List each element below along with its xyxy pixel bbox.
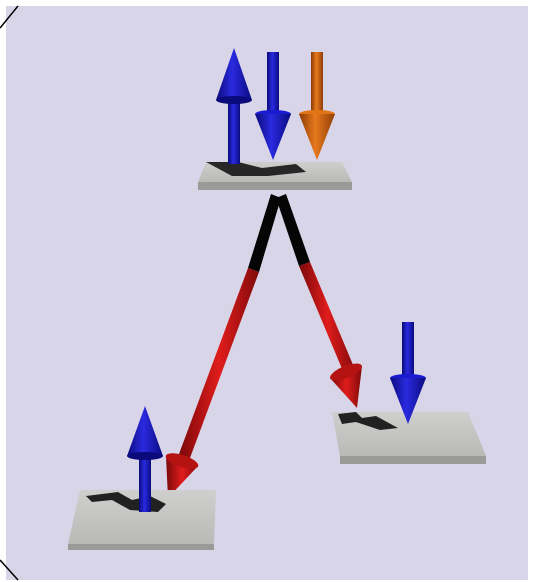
bottom-left-plate-top	[68, 490, 216, 544]
spin-up-arrow-bottom-left	[127, 406, 163, 512]
spin-down-arrow	[255, 52, 291, 160]
bottom-right-plate-side	[340, 456, 486, 464]
corner-line-top-left	[0, 5, 19, 29]
transition-right	[276, 194, 362, 408]
top-level-plate-side	[198, 182, 352, 190]
transition-left	[165, 194, 281, 498]
bottom-right-shadow	[338, 412, 398, 430]
spin-down-arrow-bottom-right	[390, 322, 426, 424]
spin-up-arrow	[216, 48, 252, 164]
corner-line-bottom-left	[0, 559, 19, 581]
bottom-right-level	[332, 322, 486, 464]
transition-left-red-segment	[179, 268, 259, 458]
top-level	[198, 48, 352, 190]
transition-right-red-segment	[299, 262, 356, 376]
transition-right-black-segment	[276, 194, 310, 266]
bottom-left-plate-side	[68, 544, 214, 550]
top-level-shadow	[206, 162, 306, 176]
bottom-left-level	[68, 406, 216, 550]
transition-left-black-segment	[248, 194, 281, 272]
spin-down-orange-arrow	[299, 52, 335, 160]
